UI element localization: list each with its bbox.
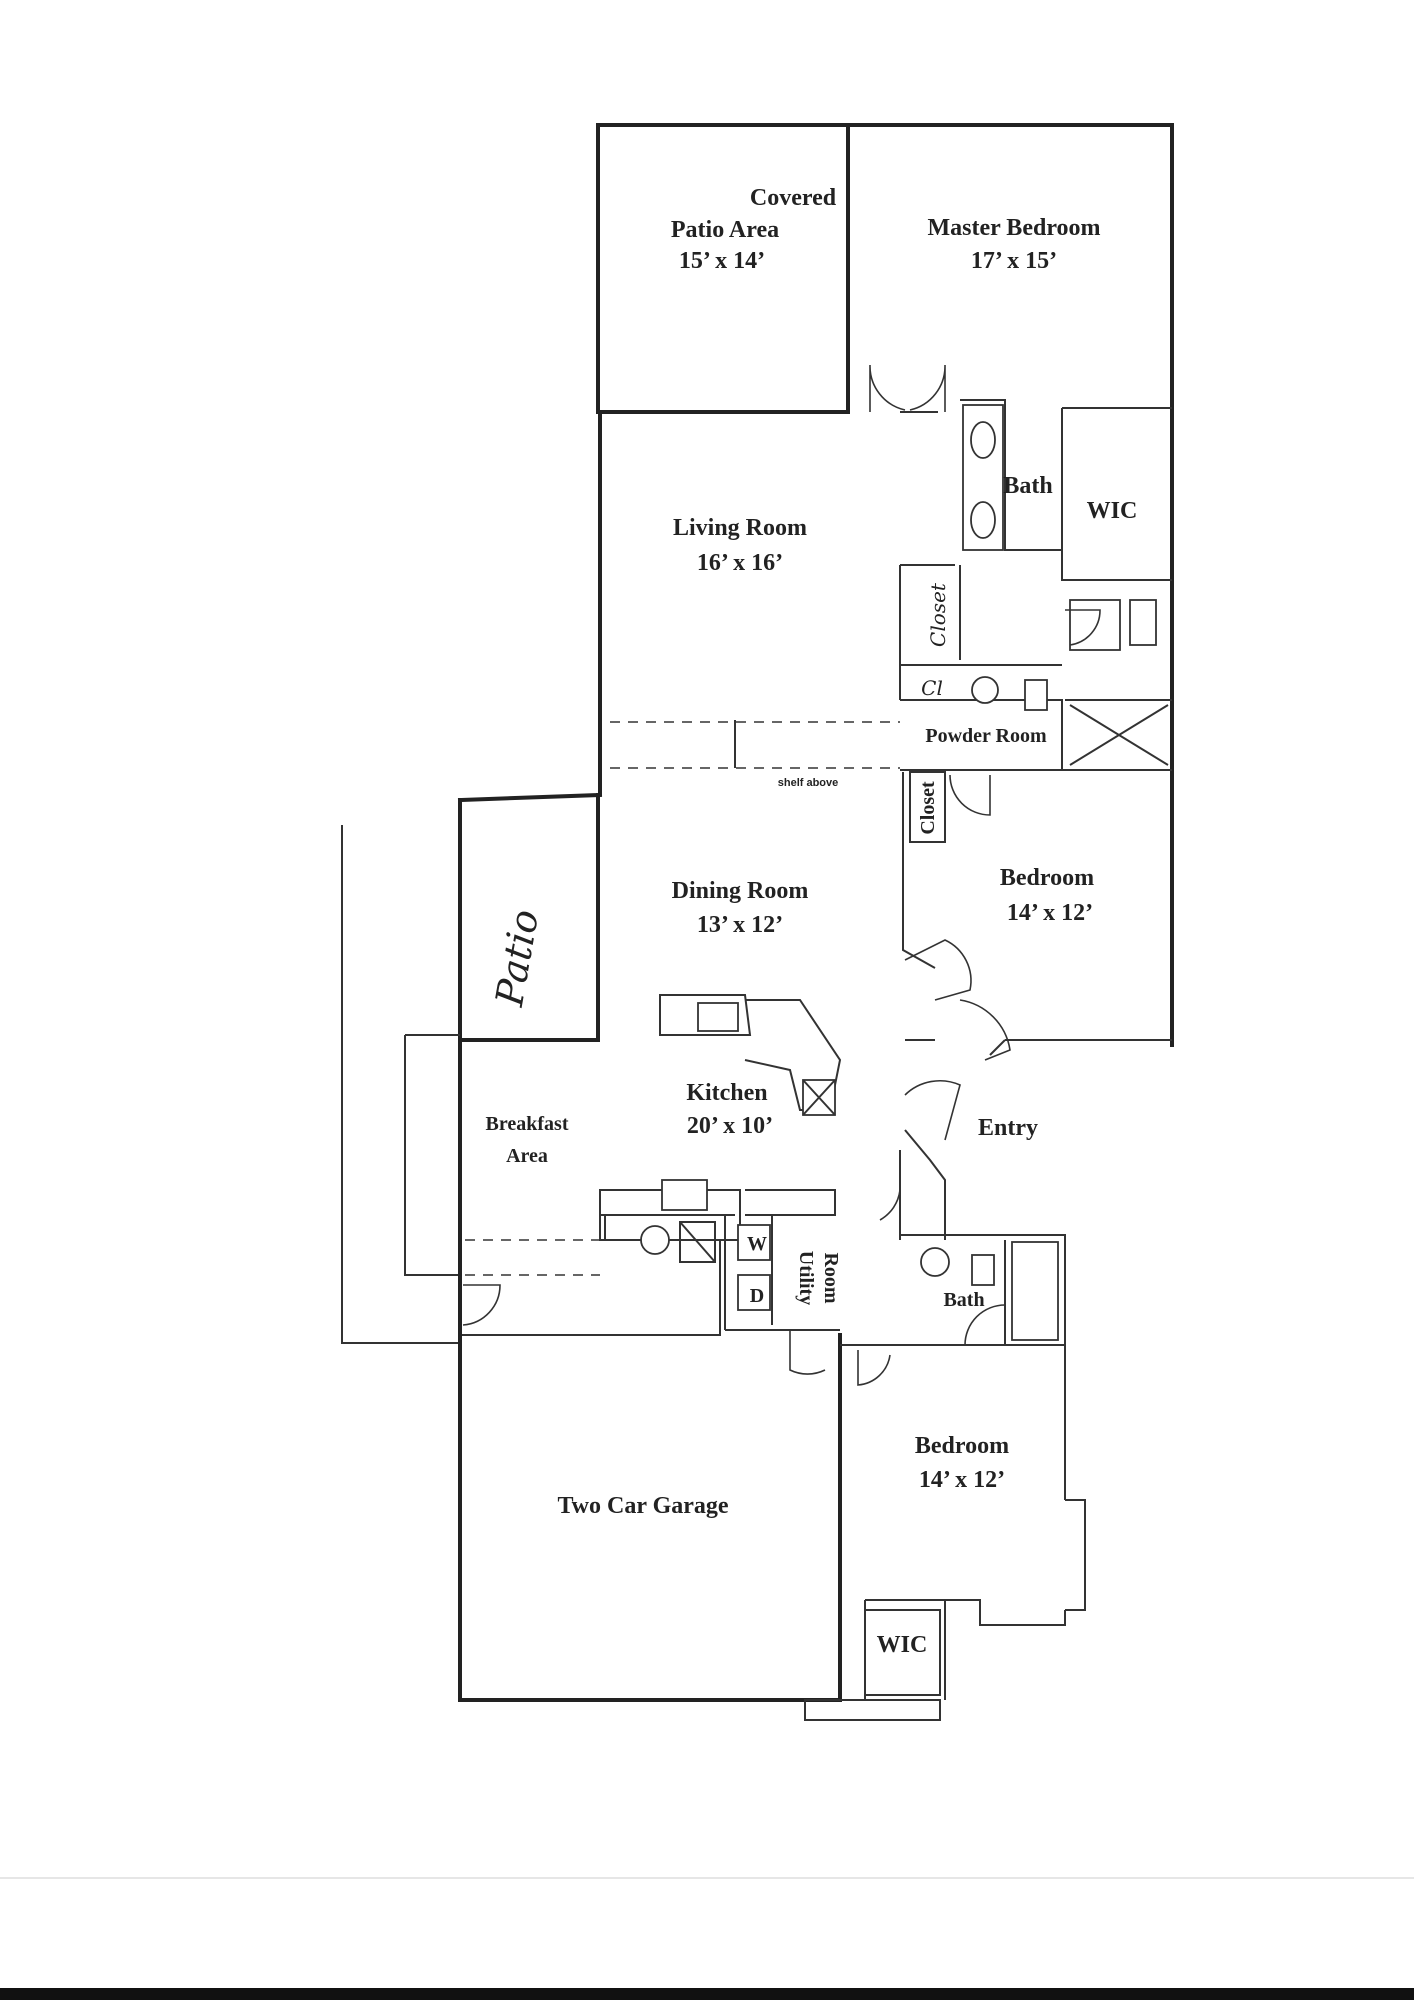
patio-walls [458,793,600,1042]
range [661,1179,708,1211]
bedroom-2-size: 14’ x 12’ [1007,900,1093,926]
master-bath-toilet [1129,599,1157,646]
entry-door-1 [959,999,1011,1061]
closet-walls [899,564,1062,700]
bedroom-3-label: Bedroom [915,1433,1009,1459]
bath-2-door [964,1304,1006,1346]
covered-patio-walls [596,123,850,414]
entry-label: Entry [978,1115,1038,1141]
powder-room-label: Powder Room [925,725,1047,747]
master-bedroom-label: Master Bedroom [927,215,1100,241]
master-door [869,364,946,412]
island-sink [697,1002,739,1032]
wic-3-label: WIC [877,1632,928,1658]
utility-room-walls [724,1215,840,1331]
closet-door [1065,609,1101,646]
washer-box [737,1224,771,1261]
bath-2-tub [1011,1241,1059,1341]
living-room-size: 16’ x 16’ [697,550,783,576]
dining-room-size: 13’ x 12’ [697,912,783,938]
garage-entry-door [462,1284,501,1326]
living-room-walls [457,410,603,803]
bedroom-2-closet-label: Closet [917,781,939,835]
walls [341,123,1174,1721]
bath-2-label: Bath [943,1289,984,1311]
powder-room-sink [971,676,999,704]
breakfast-label-1: Breakfast [486,1113,569,1135]
master-bedroom-walls [846,123,1174,1047]
powder-door [949,774,991,816]
kitchen-counter [599,1189,836,1241]
bedroom-2-walls [902,769,1172,1041]
entry-door-2 [904,1079,961,1141]
hall-door [857,1189,901,1386]
utility-label-1: Utility [795,1251,817,1305]
kitchen-label: Kitchen [686,1080,767,1106]
covered-patio-label-2: Patio Area [671,217,779,243]
kitchen-size: 20’ x 10’ [687,1113,773,1139]
powder-room-toilet [1024,679,1048,711]
patio-label: Patio [487,906,547,1010]
kitchen-pantry [460,1215,721,1336]
bedroom-3-size: 14’ x 12’ [919,1467,1005,1493]
living-room-label: Living Room [673,515,807,541]
garage-walls [458,1333,842,1702]
bedroom-2-door [904,939,972,1001]
bath-2-sink [920,1247,950,1277]
garage-door-line [804,1699,941,1721]
master-bath-tub [1069,599,1121,651]
covered-patio-size: 15’ x 14’ [679,248,765,274]
doors [462,364,1101,1386]
garage-label: Two Car Garage [557,1493,728,1519]
dryer-label: D [750,1285,764,1307]
bedroom-3-walls [840,1344,1086,1700]
cl-label: Cl [921,676,943,700]
patio-fence [341,825,460,1344]
dryer-box [737,1274,771,1311]
bedroom-3-wic-box [864,1609,941,1696]
breakfast-label-2: Area [506,1145,548,1167]
master-bath-sink-1 [970,421,996,459]
dining-room-label: Dining Room [672,878,809,904]
shelf-above-line [610,721,900,769]
utility-door [789,1330,826,1375]
master-wic-label: WIC [1087,498,1138,524]
master-bedroom-size: 17’ x 15’ [971,248,1057,274]
entry-walls [899,1039,1006,1240]
master-bath-walls [900,399,1172,581]
covered-patio-label-1: Covered [750,185,837,211]
bedroom-2-closet [909,771,946,843]
master-bath-sink-2 [970,501,996,539]
bedroom-2-label: Bedroom [1000,865,1094,891]
page-edge [0,1988,1414,2000]
kitchen-sink [640,1225,670,1255]
washer-label: W [747,1233,767,1255]
fridge [679,1221,716,1263]
bath-2-toilet [971,1254,995,1286]
breakfast-window [465,1239,600,1276]
utility-label-2: Room [820,1252,842,1303]
closet-hall-label: Closet [926,582,950,647]
shelf-above-label: shelf above [778,777,839,789]
island-cooktop-x [802,1079,836,1116]
master-bath-label: Bath [1003,473,1052,499]
